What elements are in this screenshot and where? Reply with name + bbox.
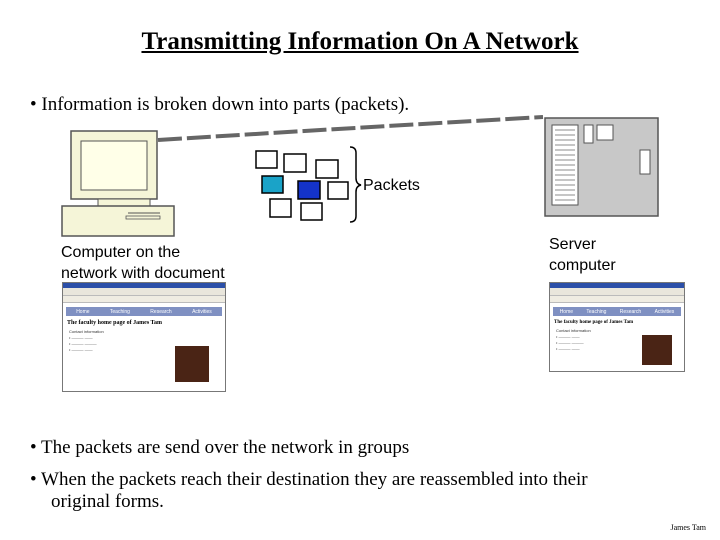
client-label: Computer on the network with document	[61, 242, 225, 284]
packet-5	[297, 180, 321, 200]
screenshot-nav-item: Activities	[654, 308, 675, 315]
screenshot-nav: Home Teaching Research Activities	[66, 307, 222, 316]
screenshot-heading: The faculty home page of James Tam	[554, 320, 634, 325]
packet-4	[261, 175, 284, 194]
client-document-screenshot: Home Teaching Research Activities The fa…	[62, 282, 226, 392]
screenshot-nav-item: Home	[559, 308, 574, 315]
client-label-line1: Computer on the	[61, 244, 181, 261]
packets-group	[255, 150, 349, 221]
screenshot-nav-item: Research	[619, 308, 642, 315]
author-signature: James Tam	[670, 523, 706, 532]
server-label-line2: computer	[549, 257, 616, 274]
screenshot-photo	[642, 335, 672, 365]
screenshot-nav-item: Teaching	[109, 308, 130, 315]
bullet-reassembled-line2: original forms.	[51, 491, 164, 512]
server-document-screenshot: Home Teaching Research Activities The fa…	[549, 282, 685, 372]
bullet-packets-intro: • Information is broken down into parts …	[30, 94, 410, 115]
screenshot-nav-item: Home	[76, 308, 90, 315]
client-label-line2: network with document	[61, 265, 225, 282]
bullet-send-groups: • The packets are send over the network …	[30, 437, 410, 458]
packet-6	[327, 181, 349, 200]
screenshot-contact: Contact information	[69, 329, 104, 334]
screenshot-contact: Contact information	[556, 328, 591, 333]
packet-7	[269, 198, 292, 218]
packet-3	[315, 159, 339, 179]
server-label-line1: Server	[549, 236, 597, 253]
packets-label: Packets	[363, 177, 420, 194]
network-line	[157, 115, 544, 142]
screenshot-nav-item: Activities	[192, 308, 212, 315]
bullet-reassembled-line1: • When the packets reach their destinati…	[30, 469, 588, 490]
packet-1	[255, 150, 278, 169]
packet-8	[300, 202, 323, 221]
screenshot-photo	[175, 346, 209, 382]
server-label: Server computer	[549, 234, 616, 276]
slide-title: Transmitting Information On A Network	[141, 28, 579, 55]
client-computer-icon	[61, 130, 175, 237]
screenshot-nav-item: Teaching	[586, 308, 607, 315]
bullet-reassembled: • When the packets reach their destinati…	[30, 469, 588, 513]
screenshot-nav-item: Research	[150, 308, 172, 315]
screenshot-nav: Home Teaching Research Activities	[553, 307, 681, 316]
packets-brace	[349, 146, 362, 223]
server-computer-icon	[544, 117, 659, 217]
screenshot-heading: The faculty home page of James Tam	[67, 320, 162, 326]
packet-2	[283, 153, 307, 173]
